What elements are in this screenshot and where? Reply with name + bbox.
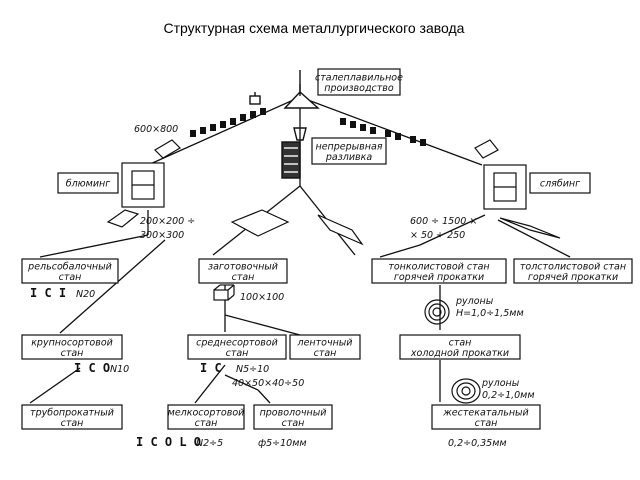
node-box-slabbing [529, 172, 591, 194]
node-label-medium-section-mill: среднесортовой [196, 337, 278, 348]
rail-number-label: N20 [76, 289, 95, 300]
node-label-continuous-casting: непрерывная [315, 141, 382, 152]
cold-rolls-label: рулоны [481, 378, 520, 389]
node-label-steelmaking: производство [324, 83, 394, 94]
node-box-small-section-mill [167, 404, 245, 430]
medium-profile-symbols: I C [200, 361, 222, 375]
cold-rolls-thickness-label: 0,2÷1,0мм [482, 390, 535, 401]
node-label-strip-mill: стан [314, 348, 337, 359]
node-label-rail-beam-mill: стан [59, 272, 82, 283]
medium-section-size-label: 40×50×40÷50 [232, 378, 304, 389]
node-label-steelmaking: сталеплавильное [315, 72, 403, 83]
node-label-tinplate-mill: жестекатальный [442, 407, 528, 418]
node-label-small-section-mill: мелкосортовой [168, 407, 245, 418]
bloom-size-label: 300×300 [140, 230, 184, 241]
node-box-thick-sheet-hot [513, 258, 633, 284]
ingot-size-label: 600×800 [134, 124, 178, 135]
node-label-pipe-mill: трубопрокатный [30, 407, 114, 418]
node-box-strip-mill [289, 334, 361, 360]
node-label-rail-beam-mill: рельсобалочный [27, 261, 112, 272]
node-label-cold-rolling-mill: стан [449, 337, 472, 348]
hot-rolls-thickness-label: H=1,0÷1,5мм [456, 308, 524, 319]
wire-diameter-label: ф5÷10мм [258, 438, 307, 449]
node-label-billet-mill: стан [232, 272, 255, 283]
node-box-blooming [57, 172, 119, 194]
node-box-continuous-casting [311, 137, 387, 165]
small-profile-symbols: I C O L O [136, 435, 201, 449]
node-box-billet-mill [198, 258, 288, 284]
node-label-wire-mill: стан [282, 418, 305, 429]
large-section-number-label: N10 [110, 364, 129, 375]
node-label-thin-sheet-hot: тонколистовой стан [388, 261, 489, 272]
node-label-thick-sheet-hot: горячей прокатки [528, 272, 618, 283]
medium-section-number-label: N5÷10 [236, 364, 269, 375]
node-label-slabbing: слябинг [540, 179, 581, 190]
tinplate-thickness-label: 0,2÷0,35мм [448, 438, 507, 449]
node-box-tinplate-mill [431, 404, 541, 430]
node-label-wire-mill: проволочный [260, 407, 327, 418]
large-profile-symbols: I C O [74, 361, 110, 375]
node-box-medium-section-mill [187, 334, 287, 360]
small-section-number-label: N2÷5 [196, 438, 223, 449]
node-box-large-section-mill [21, 334, 123, 360]
node-label-thin-sheet-hot: горячей прокатки [394, 272, 484, 283]
diagram-title: Структурная схема металлургического заво… [163, 20, 465, 36]
node-label-medium-section-mill: стан [226, 348, 249, 359]
node-label-cold-rolling-mill: холодной прокатки [410, 348, 509, 359]
node-label-pipe-mill: стан [61, 418, 84, 429]
node-label-billet-mill: заготовочный [208, 261, 278, 272]
node-label-strip-mill: ленточный [297, 337, 353, 348]
node-label-large-section-mill: крупносортовой [31, 337, 113, 348]
slab-size-label: × 50 ÷ 250 [410, 230, 465, 241]
billet-size-label: 100×100 [240, 292, 284, 303]
node-box-rail-beam-mill [21, 258, 119, 284]
node-box-cold-rolling-mill [399, 334, 521, 360]
node-label-continuous-casting: разливка [325, 152, 372, 163]
node-box-thin-sheet-hot [371, 258, 507, 284]
node-box-pipe-mill [21, 404, 123, 430]
node-box-wire-mill [253, 404, 333, 430]
node-label-large-section-mill: стан [61, 348, 84, 359]
slab-size-label: 600 ÷ 1500 × [410, 216, 477, 227]
hot-rolls-label: рулоны [455, 296, 494, 307]
node-label-small-section-mill: стан [195, 418, 218, 429]
node-label-thick-sheet-hot: толстолистовой стан [520, 261, 626, 272]
bloom-size-label: 200×200 ÷ [140, 216, 195, 227]
node-label-blooming: блюминг [66, 179, 111, 190]
rail-profile-symbols: I C I [30, 286, 66, 300]
node-box-steelmaking [317, 68, 401, 96]
node-label-tinplate-mill: стан [475, 418, 498, 429]
